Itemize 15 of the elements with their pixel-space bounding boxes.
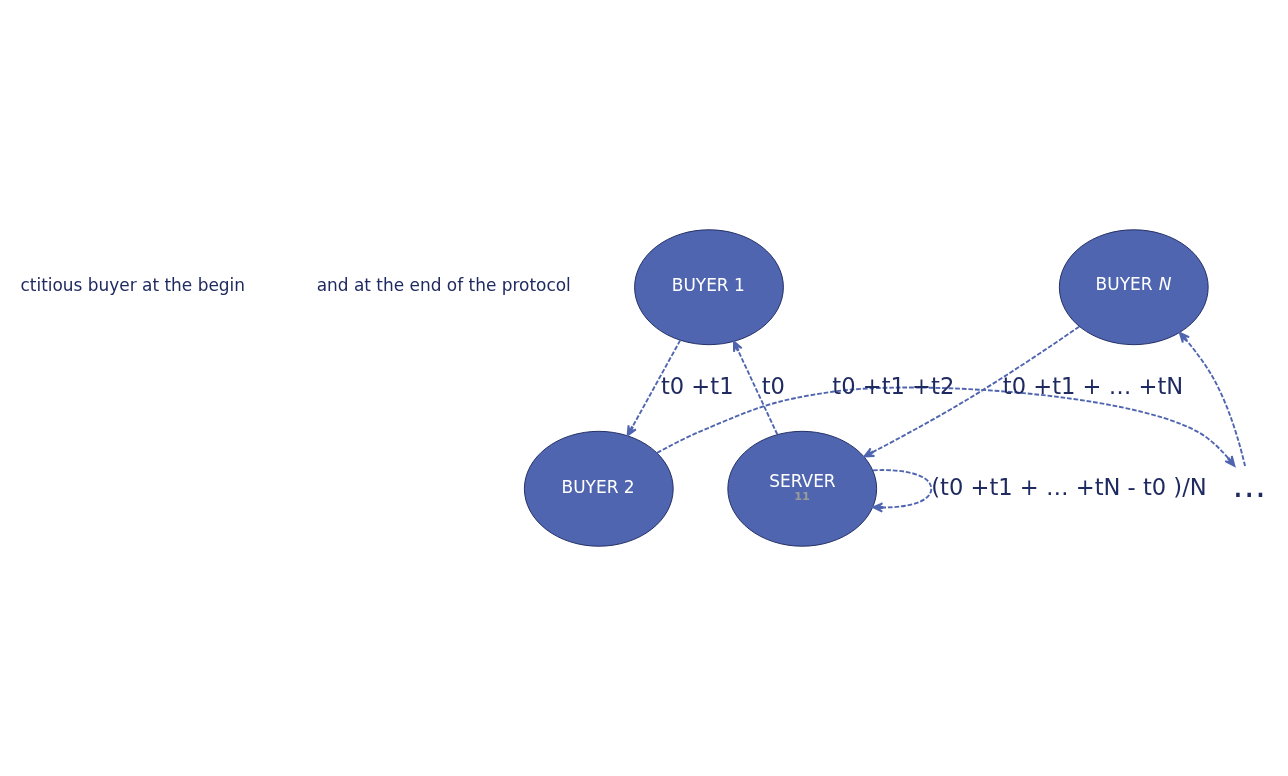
label: ctitious buyer at the begin	[20, 275, 246, 296]
arrow	[871, 469, 933, 513]
arrow	[732, 340, 779, 436]
label: and at the end of the protocol	[316, 275, 571, 296]
arrow	[863, 325, 1081, 458]
arrow	[1178, 331, 1246, 468]
edge-label: t0 +t1 + … +tN	[1002, 372, 1184, 399]
node-text: …	[1232, 466, 1267, 506]
node-ellipse: BUYER 1	[634, 229, 784, 346]
edge-label: t0 +t1	[660, 372, 734, 399]
arrow	[626, 339, 682, 437]
node-ellipse: BUYER 2	[523, 430, 674, 547]
arrow	[656, 386, 1236, 467]
edge-label: t0	[761, 372, 785, 399]
edge-label: (t0 +t1 + … +tN - t0 )/N	[931, 473, 1207, 500]
